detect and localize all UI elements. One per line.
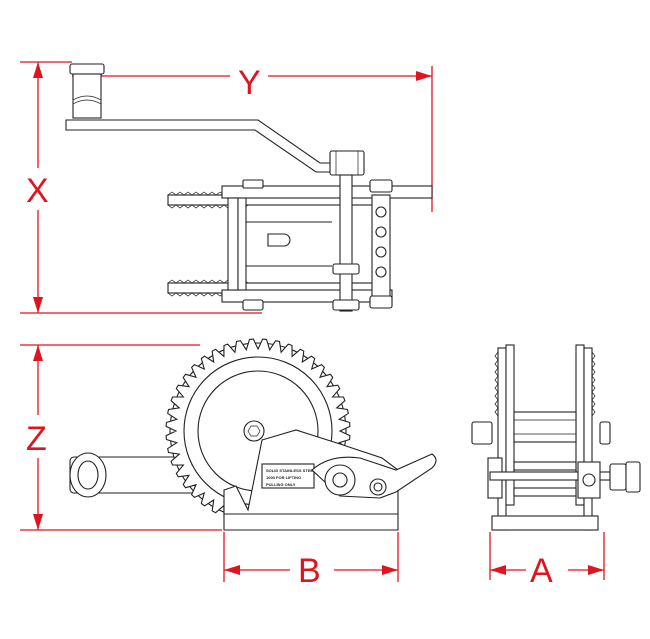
handle-knob	[69, 63, 105, 119]
dimension-label-b: B	[298, 552, 321, 590]
end-drum	[513, 411, 577, 497]
plate-line-3: PULLING ONLY	[266, 482, 296, 487]
dimension-label-a: A	[530, 552, 553, 590]
a-dimension: A	[489, 532, 605, 590]
crank-arm	[65, 119, 361, 173]
top-pawl	[369, 179, 393, 309]
side-pawl-lever	[311, 453, 437, 499]
end-shaft	[471, 421, 641, 531]
dimension-label-z: Z	[26, 420, 47, 458]
warning-plate: SOLID STAINLESS STEEL 1000 FOR LIFTING P…	[261, 463, 316, 489]
end-view: A	[471, 344, 641, 590]
side-view: Z B	[20, 338, 437, 590]
b-dimension: B	[223, 532, 399, 590]
handle-nut	[329, 150, 365, 176]
plate-line-1: SOLID STAINLESS STEEL	[266, 468, 316, 473]
dimension-label-y: Y	[238, 64, 261, 102]
plate-line-2: 1000 FOR LIFTING	[266, 475, 301, 480]
dimension-label-x: X	[26, 172, 49, 210]
side-handle	[69, 452, 211, 498]
x-dimension: X	[20, 61, 262, 314]
top-shaft	[242, 174, 360, 312]
end-side-plates	[494, 344, 596, 531]
z-dimension: Z	[20, 344, 222, 531]
top-view: Y X	[20, 61, 433, 314]
